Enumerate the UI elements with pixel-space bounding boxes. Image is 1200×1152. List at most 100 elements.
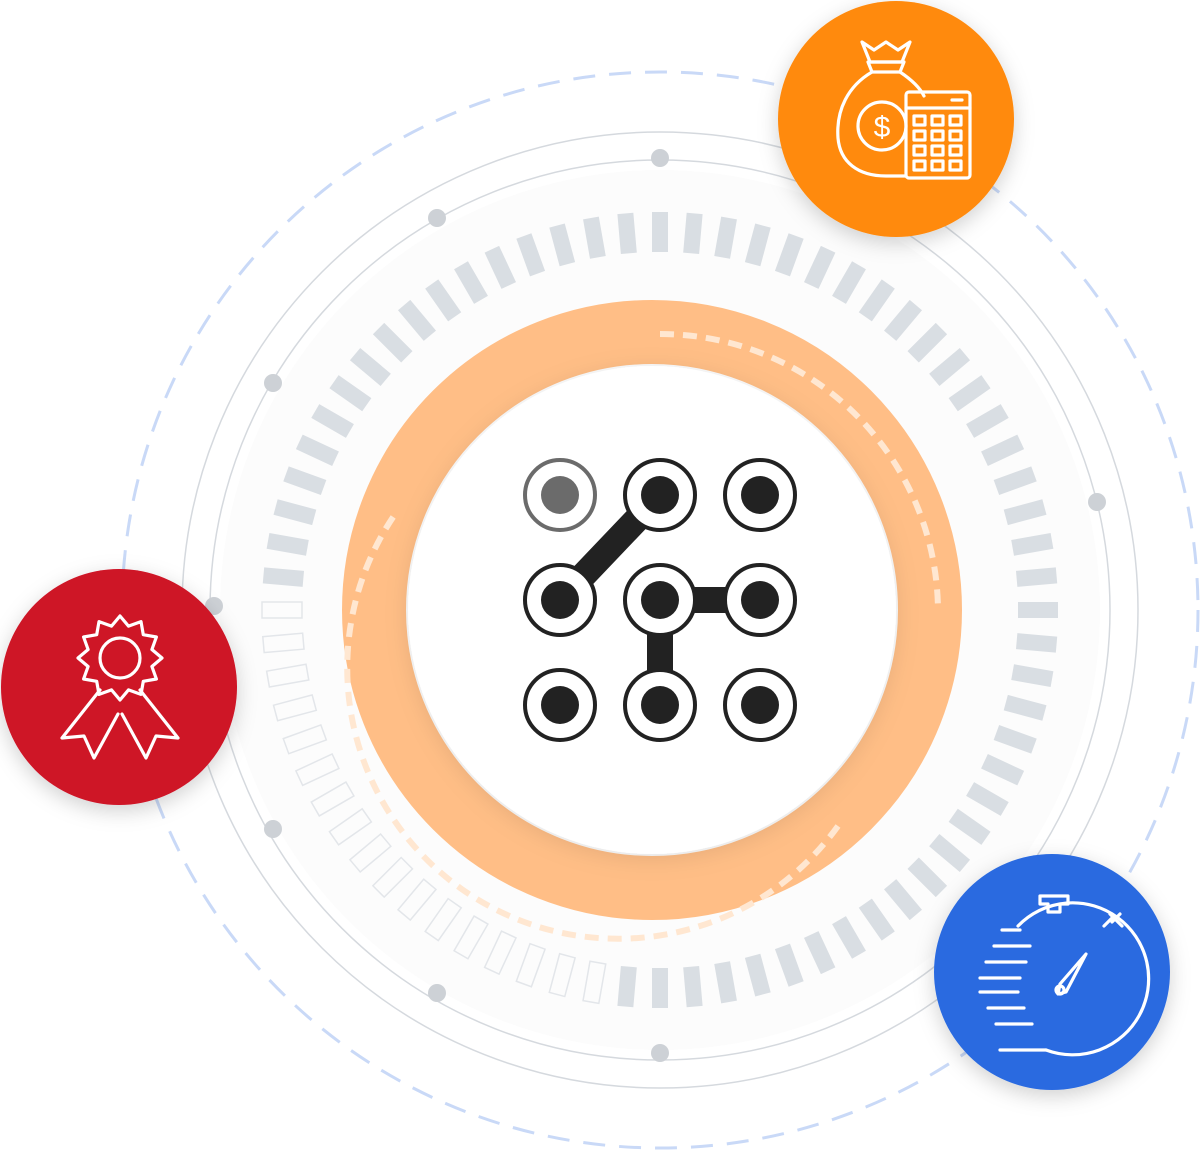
- tick-mark: [617, 212, 637, 255]
- tick-mark: [948, 808, 991, 845]
- tick-mark: [907, 857, 948, 898]
- calculator-key: [930, 129, 945, 142]
- tick-mark: [295, 434, 339, 467]
- tick-mark: [282, 723, 328, 755]
- tick-mark: [858, 279, 895, 322]
- tick-mark: [371, 856, 414, 899]
- tick-mark: [283, 466, 327, 496]
- tick-mark: [803, 931, 836, 975]
- tick-mark: [884, 299, 922, 341]
- tick-mark: [582, 960, 607, 1005]
- tick-mark: [832, 261, 866, 304]
- calculator-key: [948, 159, 963, 172]
- pattern-dot: [641, 581, 679, 619]
- orange-ring: [342, 300, 962, 920]
- pattern-dot: [541, 686, 579, 724]
- calculator-key: [912, 114, 927, 127]
- tick-mark: [981, 434, 1025, 467]
- tick-mark: [858, 898, 895, 941]
- tick-mark: [262, 567, 305, 587]
- tick-mark: [1015, 633, 1058, 653]
- tick-mark: [652, 212, 668, 252]
- tick-mark: [329, 375, 372, 412]
- tick-mark: [832, 916, 866, 959]
- orbit-node: [651, 1044, 669, 1062]
- tick-mark: [884, 879, 922, 921]
- tick-mark: [774, 943, 804, 987]
- pattern-dot: [741, 476, 779, 514]
- tick-mark: [311, 404, 354, 438]
- calculator-key: [930, 159, 945, 172]
- tick-mark: [1011, 533, 1054, 556]
- orbit-node: [264, 820, 282, 838]
- tick-mark: [424, 897, 463, 942]
- orbit-nodes: [205, 149, 1106, 1062]
- tick-mark: [484, 245, 517, 289]
- tick-mark: [272, 693, 318, 722]
- tick-mark: [372, 322, 413, 363]
- pattern-dot: [541, 581, 579, 619]
- tick-mark: [515, 942, 547, 988]
- tick-mark: [266, 533, 309, 556]
- tick-mark: [617, 965, 637, 1008]
- tick-mark: [929, 834, 971, 872]
- tick-mark: [1003, 499, 1047, 526]
- tick-mark: [929, 348, 971, 386]
- tick-mark: [803, 245, 836, 289]
- orange-ring-dotted-arc-bottom: [344, 508, 841, 942]
- pattern-dot: [741, 581, 779, 619]
- tick-mark: [425, 279, 462, 322]
- tick-mark: [396, 878, 438, 922]
- tick-mark: [744, 953, 771, 997]
- tick-mark: [261, 601, 303, 619]
- badge-quality: [1, 569, 237, 805]
- pattern-dot: [641, 476, 679, 514]
- tick-mark: [549, 223, 576, 267]
- tick-mark: [265, 663, 310, 688]
- tick-mark: [744, 223, 771, 267]
- calculator-key: [912, 144, 927, 157]
- tick-mark: [1011, 664, 1054, 687]
- badge-speed: [934, 854, 1170, 1090]
- pattern-dot: [741, 686, 779, 724]
- tick-mark: [453, 915, 489, 960]
- tick-mark: [273, 499, 317, 526]
- tick-mark: [1015, 567, 1058, 587]
- money-bag-calculator-icon: $: [836, 40, 972, 180]
- badge-budget: $: [778, 1, 1014, 237]
- calculator-key: [948, 129, 963, 142]
- tick-mark: [966, 404, 1009, 438]
- tick-mark: [516, 233, 546, 277]
- orbit-node: [264, 374, 282, 392]
- dashed-orbit: [120, 70, 1200, 1150]
- tick-mark: [907, 322, 948, 363]
- calculator-key: [912, 159, 927, 172]
- calculator-key: [948, 114, 963, 127]
- calculator-key: [948, 144, 963, 157]
- pattern-dot: [641, 686, 679, 724]
- svg-text:$: $: [874, 111, 891, 144]
- tick-mark: [1003, 694, 1047, 721]
- tick-mark: [966, 782, 1009, 816]
- tick-mark: [683, 212, 703, 255]
- award-ribbon-icon: [60, 614, 180, 760]
- tick-mark: [294, 753, 340, 787]
- orange-ring-dotted-arc-top: [659, 331, 941, 613]
- tick-mark: [993, 466, 1037, 496]
- tick-mark: [714, 961, 737, 1004]
- calculator-key: [930, 144, 945, 157]
- tick-mark: [714, 216, 737, 259]
- orbit-node: [428, 209, 446, 227]
- tick-mark: [349, 348, 391, 386]
- tick-mark: [683, 965, 703, 1008]
- tick-mark: [310, 781, 355, 817]
- tick-mark: [483, 930, 517, 976]
- tick-mark: [774, 233, 804, 277]
- tick-mark: [948, 375, 991, 412]
- calculator-key: [930, 114, 945, 127]
- tick-mark: [993, 724, 1037, 754]
- stopwatch-icon: [978, 894, 1151, 1057]
- tick-mark: [583, 216, 606, 259]
- orbit-node: [651, 149, 669, 167]
